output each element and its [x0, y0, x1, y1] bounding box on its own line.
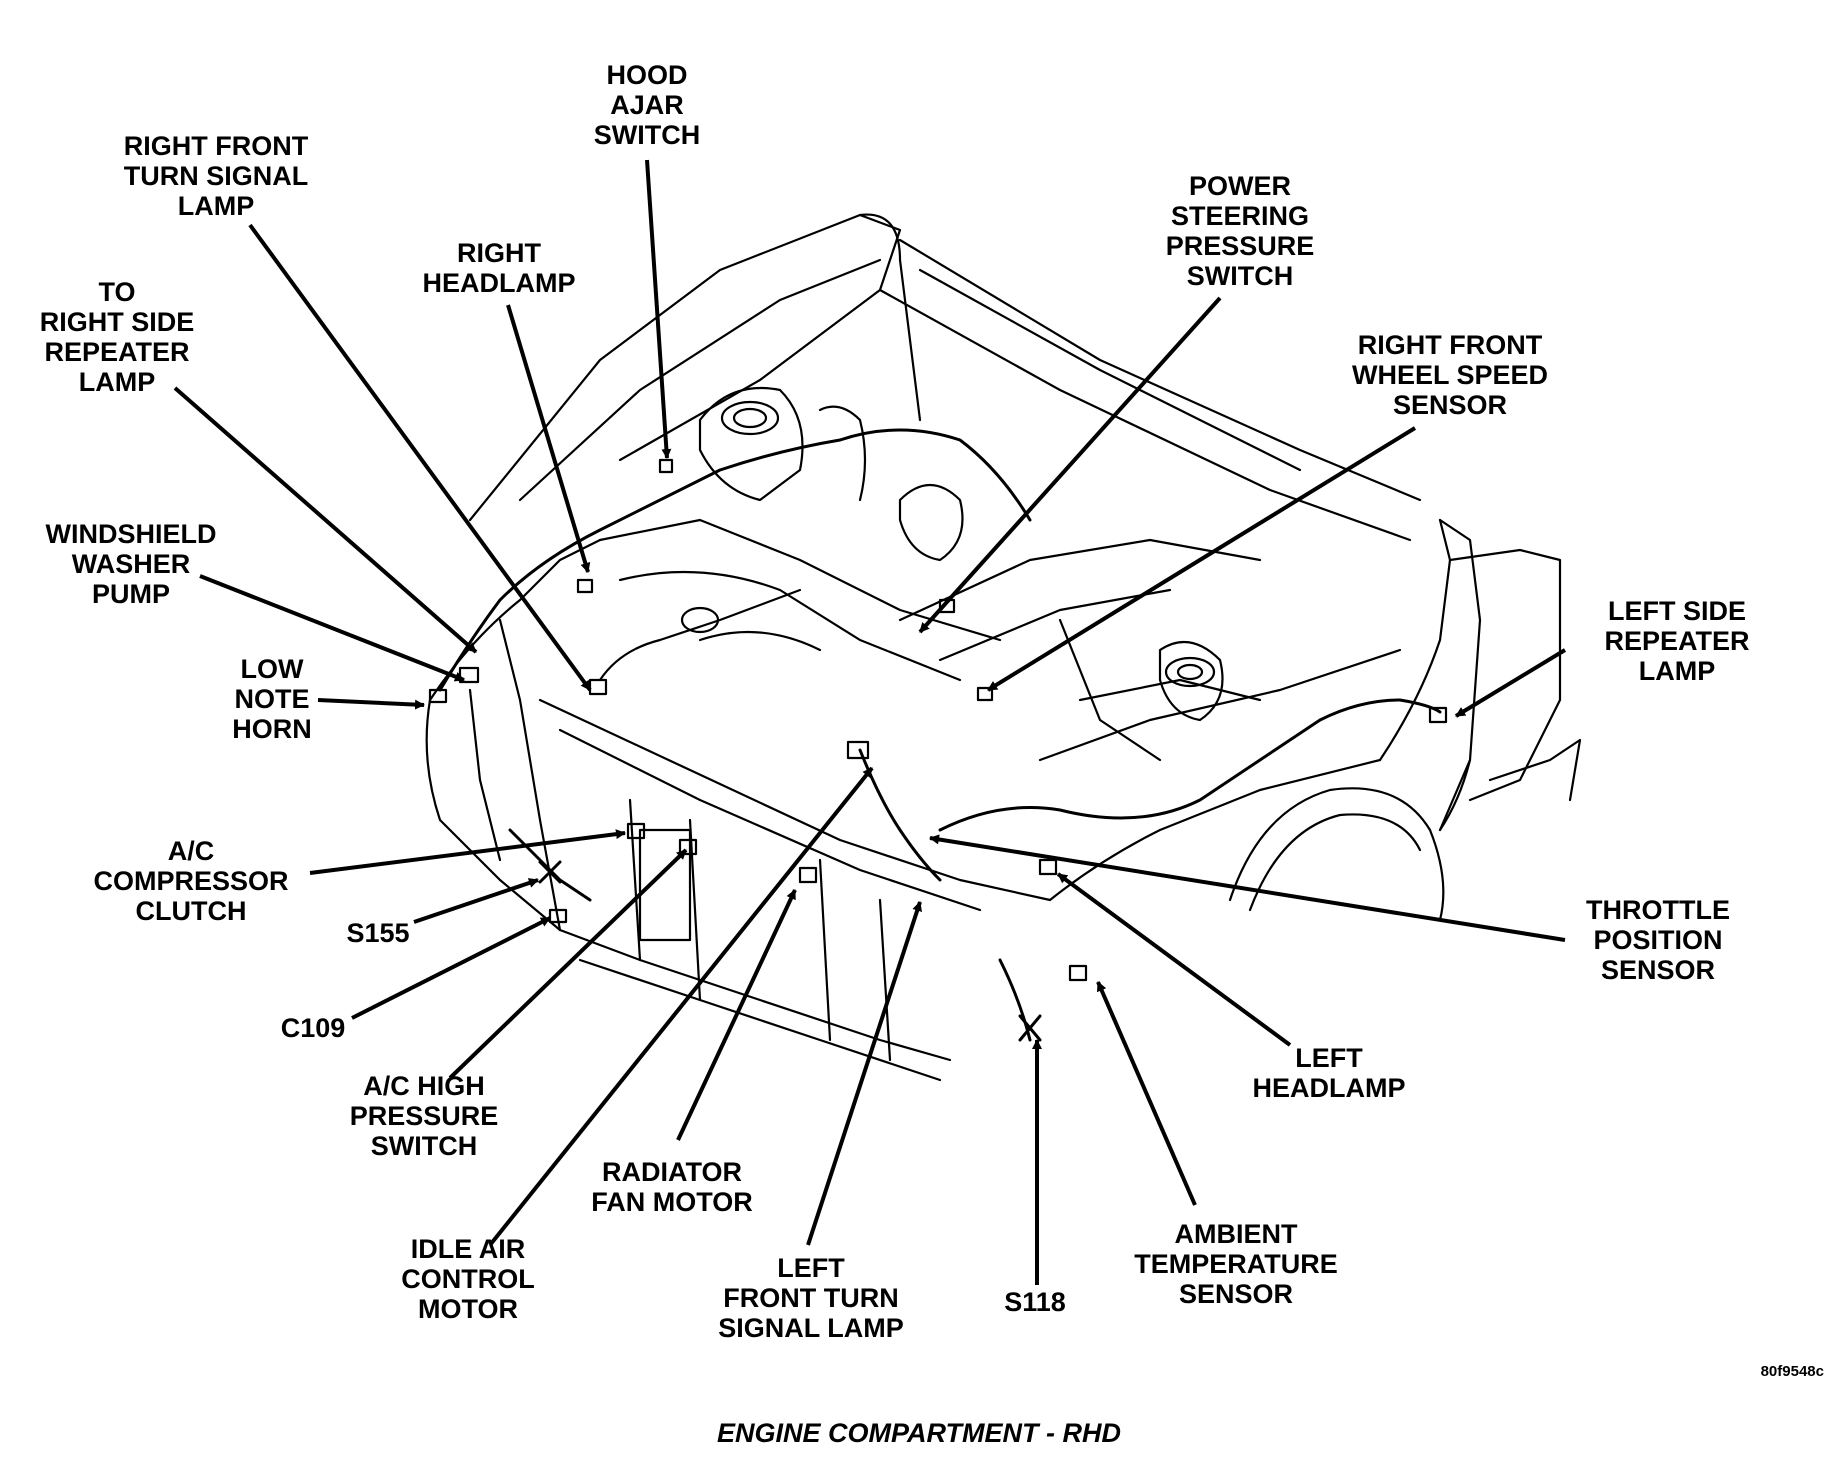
leader-ambient-temperature-sensor [1096, 981, 1197, 1206]
label-c109: C109 [280, 1013, 346, 1043]
label-left-headlamp: LEFT HEADLAMP [1252, 1043, 1406, 1103]
vehicle-body-drawing [425, 213, 1582, 1082]
label-ac-compressor-clutch: A/C COMPRESSOR CLUTCH [93, 836, 289, 926]
label-s155: S155 [346, 918, 410, 948]
label-right-front-wheel-speed-sensor: RIGHT FRONT WHEEL SPEED SENSOR [1351, 330, 1549, 420]
leader-right-front-turn-signal-lamp [248, 223, 592, 692]
label-left-side-repeater-lamp: LEFT SIDE REPEATER LAMP [1604, 596, 1750, 686]
label-right-headlamp: RIGHT HEADLAMP [422, 238, 576, 298]
label-low-note-horn: LOW NOTE HORN [232, 654, 312, 744]
label-windshield-washer-pump: WINDSHIELD WASHER PUMP [45, 519, 217, 609]
leader-hood-ajar-switch [645, 159, 672, 459]
label-s118: S118 [1004, 1287, 1066, 1317]
leader-low-note-horn [317, 698, 425, 710]
leader-right-headlamp [506, 304, 591, 573]
leader-lines [173, 159, 1567, 1285]
leader-throttle-position-sensor [929, 834, 1566, 942]
leader-left-headlamp [1056, 872, 1292, 1047]
label-radiator-fan-motor: RADIATOR FAN MOTOR [591, 1157, 753, 1217]
leader-radiator-fan-motor [676, 889, 797, 1141]
leader-left-front-turn-signal-lamp [806, 901, 922, 1246]
label-ambient-temperature-sensor: AMBIENT TEMPERATURE SENSOR [1134, 1219, 1338, 1309]
label-ac-high-pressure-switch: A/C HIGH PRESSURE SWITCH [349, 1071, 499, 1161]
figure-caption: ENGINE COMPARTMENT - RHD [717, 1418, 1121, 1448]
leader-to-right-side-repeater-lamp [173, 386, 478, 654]
label-power-steering-pressure-switch: POWER STEERING PRESSURE SWITCH [1165, 171, 1315, 291]
leader-power-steering-pressure-switch [918, 296, 1222, 634]
leader-left-side-repeater-lamp [1454, 648, 1567, 718]
leader-windshield-washer-pump [199, 574, 465, 682]
leader-c109 [351, 916, 551, 1020]
label-to-right-side-repeater-lamp: TO RIGHT SIDE REPEATER LAMP [39, 277, 195, 397]
figure-id: 80f9548c [1760, 1363, 1824, 1380]
label-right-front-turn-signal-lamp: RIGHT FRONT TURN SIGNAL LAMP [123, 131, 309, 221]
leader-ac-high-pressure-switch [448, 848, 688, 1080]
label-hood-ajar-switch: HOOD AJAR SWITCH [593, 60, 701, 150]
label-throttle-position-sensor: THROTTLE POSITION SENSOR [1586, 895, 1730, 985]
label-left-front-turn-signal-lamp: LEFT FRONT TURN SIGNAL LAMP [718, 1253, 904, 1343]
leader-ac-compressor-clutch [309, 829, 626, 875]
label-idle-air-control-motor: IDLE AIR CONTROL MOTOR [401, 1234, 535, 1324]
leader-idle-air-control-motor [488, 766, 874, 1247]
leader-right-front-wheel-speed-sensor [986, 426, 1417, 692]
leader-s155 [413, 878, 539, 924]
